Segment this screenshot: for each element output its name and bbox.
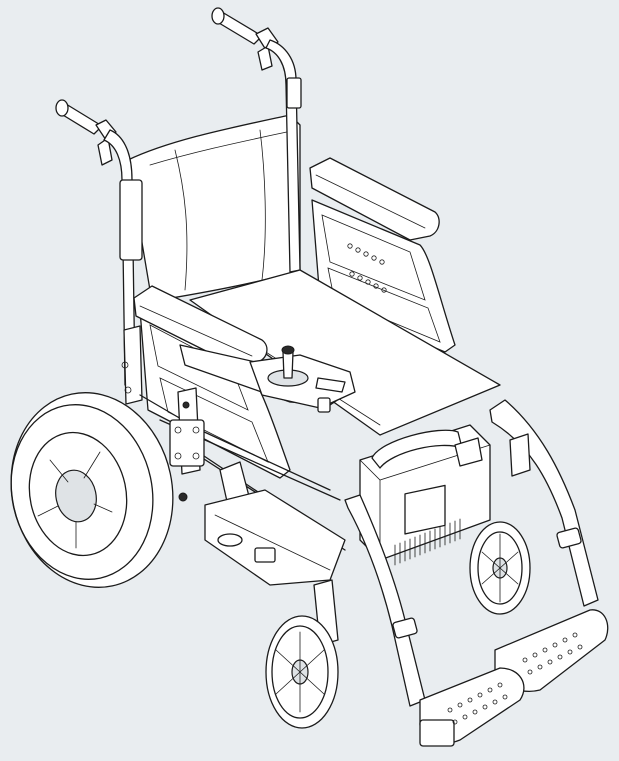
right-push-handle [211, 7, 279, 71]
vent-holes-lower [349, 271, 387, 293]
near-footrest-hanger [344, 494, 426, 707]
lower-platform [204, 489, 346, 586]
vent-holes-upper [347, 243, 385, 265]
near-footplate-grip-dots [447, 682, 508, 725]
joystick-controller [179, 344, 356, 413]
far-footplate-grip-dots [522, 632, 583, 675]
backrest [127, 114, 301, 301]
front-caster-far [469, 521, 531, 615]
frame-tubes [139, 387, 346, 551]
rear-wheel [10, 392, 174, 588]
battery-pack [359, 424, 491, 566]
battery-cooling-fins [394, 518, 461, 566]
far-armrest [309, 157, 440, 241]
hardware-details [178, 401, 531, 502]
left-back-post [103, 129, 143, 405]
right-back-post [265, 39, 302, 273]
left-push-handle [55, 99, 117, 166]
front-caster-near [265, 579, 339, 729]
near-footplate [419, 667, 525, 747]
